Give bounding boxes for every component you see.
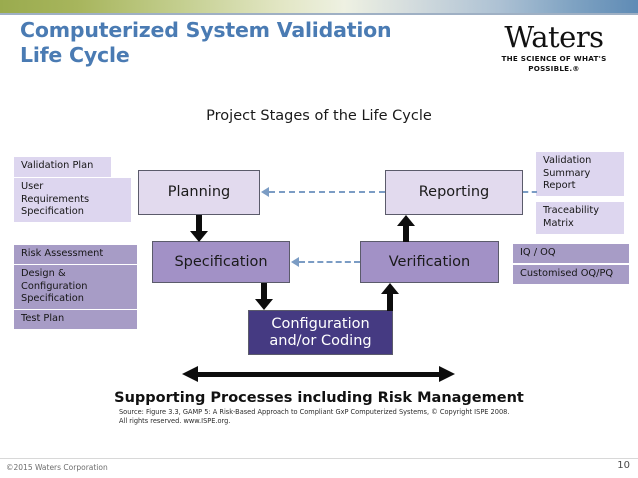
arrow-configuration-to-verification: [381, 283, 399, 311]
waters-logo: Waters THE SCIENCE OF WHAT'S POSSIBLE.®: [478, 22, 630, 74]
supporting-processes-bidirectional-arrow: [182, 366, 455, 382]
label-user-requirements-specification: User Requirements Specification: [14, 178, 131, 223]
label-test-plan: Test Plan: [14, 310, 137, 330]
page-title-line-1: Computerized System Validation: [20, 18, 392, 42]
diagram-subtitle: Project Stages of the Life Cycle: [206, 108, 432, 124]
supporting-processes-caption: Supporting Processes including Risk Mana…: [114, 390, 524, 406]
label-customised-oq-pq: Customised OQ/PQ: [513, 265, 629, 285]
source-citation: Source: Figure 3.3, GAMP 5: A Risk-Based…: [119, 408, 549, 426]
header-divider-rule: [0, 13, 638, 15]
dashed-arrow-summary-report-stub: [523, 187, 537, 197]
label-validation-summary-report: Validation Summary Report: [536, 152, 624, 197]
label-traceability-matrix: Traceability Matrix: [536, 202, 624, 235]
page-title: Computerized System Validation Life Cycl…: [20, 18, 460, 68]
dashed-arrow-reporting-to-planning: [261, 187, 385, 197]
arrow-planning-to-specification: [190, 215, 208, 242]
arrow-specification-to-configuration: [255, 283, 273, 311]
stage-box-specification: Specification: [152, 241, 290, 283]
page-title-line-2: Life Cycle: [20, 43, 130, 67]
header-gradient-banner: [0, 0, 638, 13]
waters-tagline: THE SCIENCE OF WHAT'S POSSIBLE.®: [501, 54, 607, 73]
source-citation-line-2: All rights reserved. www.ISPE.org.: [119, 417, 231, 425]
label-design-configuration-specification: Design & Configuration Specification: [14, 265, 137, 310]
dashed-arrow-verification-to-specification: [291, 257, 360, 267]
waters-wordmark: Waters: [504, 20, 604, 54]
label-iq-oq: IQ / OQ: [513, 244, 629, 264]
source-citation-line-1: Source: Figure 3.3, GAMP 5: A Risk-Based…: [119, 408, 510, 416]
arrow-verification-to-reporting: [397, 215, 415, 242]
stage-box-reporting: Reporting: [385, 170, 523, 215]
stage-box-verification: Verification: [360, 241, 499, 283]
footer-copyright: ©2015 Waters Corporation: [6, 463, 108, 472]
footer-divider: [0, 458, 638, 459]
label-risk-assessment: Risk Assessment: [14, 245, 137, 265]
stage-box-configuration-and-or-coding: Configuration and/or Coding: [248, 310, 393, 355]
stage-box-planning: Planning: [138, 170, 260, 215]
footer-page-number: 10: [617, 460, 630, 471]
label-validation-plan: Validation Plan: [14, 157, 111, 178]
